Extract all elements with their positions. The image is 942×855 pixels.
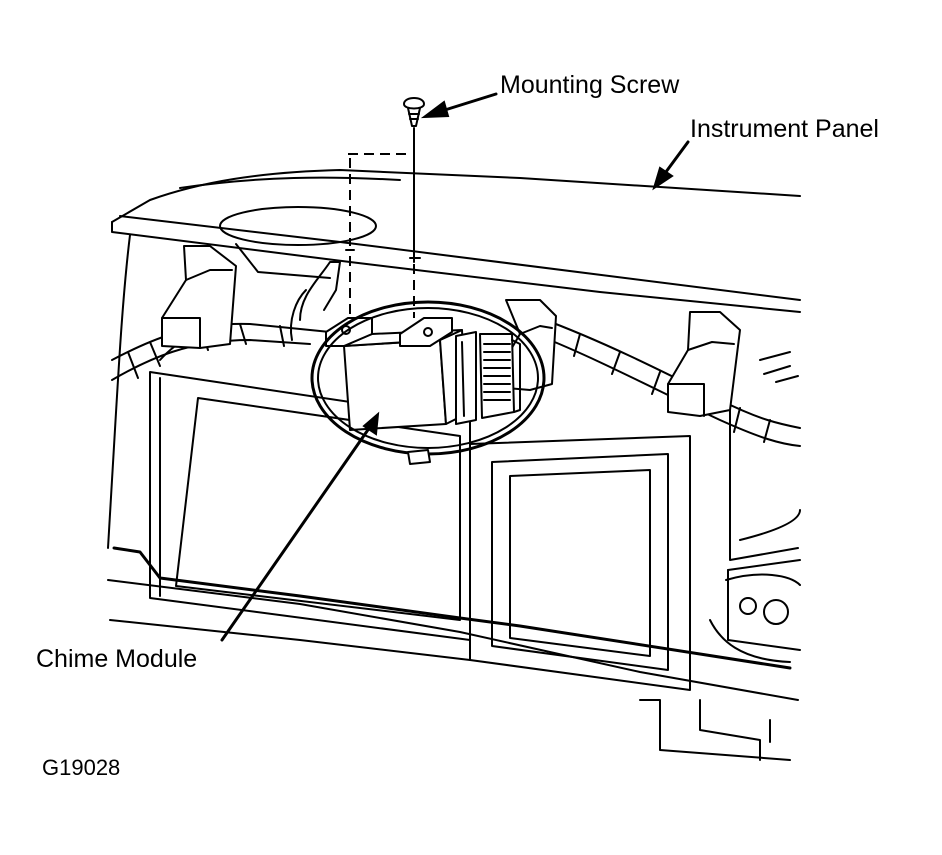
chime-module-highlight-inner [317, 307, 539, 449]
leader-mounting-screw [420, 92, 498, 119]
harness-clip [407, 449, 431, 465]
leader-chime-module [220, 411, 380, 642]
chime-module [325, 317, 521, 431]
mounting-screw-graphic [345, 97, 425, 318]
instrument-panel-label: Instrument Panel [690, 115, 879, 143]
mounting-screw-label: Mounting Screw [500, 71, 680, 99]
figure-id-label: G19028 [42, 755, 121, 780]
leader-instrument-panel [652, 140, 690, 191]
right-bracket [667, 311, 741, 417]
right-side-components [639, 349, 801, 761]
left-bracket [161, 245, 237, 349]
chime-module-label: Chime Module [36, 645, 198, 673]
right-bezel [469, 435, 691, 691]
instrument-panel-top [111, 169, 801, 313]
